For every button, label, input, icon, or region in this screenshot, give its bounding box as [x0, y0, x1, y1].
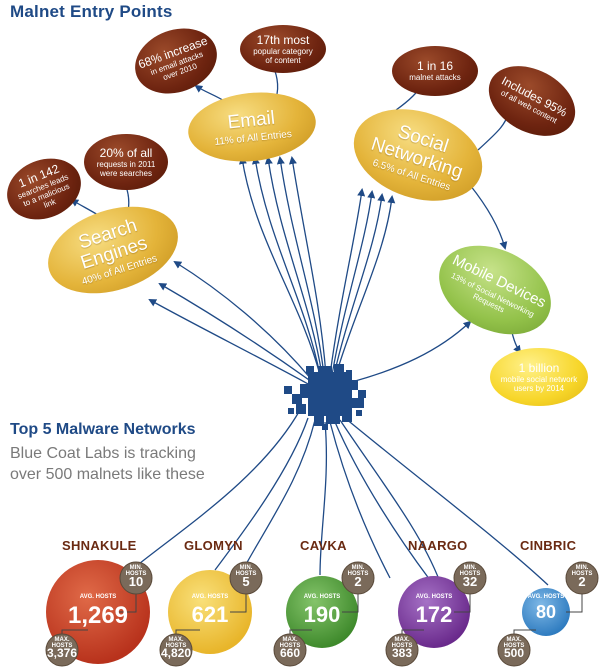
page-title: Malnet Entry Points: [10, 2, 173, 21]
avg-hosts-label: AVG. HOSTS: [415, 594, 453, 600]
max-hosts-label: MAX. HOSTS: [51, 637, 73, 649]
max-hosts-label: MAX. HOSTS: [503, 637, 525, 649]
max-hosts-label: MAX. HOSTS: [279, 637, 301, 649]
avg-hosts-label: AVG. HOSTS: [79, 594, 117, 600]
avg-hosts-value: 621: [191, 602, 229, 627]
max-hosts-value: 660: [279, 646, 301, 660]
networks-description-line-1: Blue Coat Labs is tracking: [10, 445, 196, 462]
email-fact-2-line-3: of content: [265, 55, 301, 65]
max-hosts-label: MAX. HOSTS: [391, 637, 413, 649]
avg-hosts-value: 190: [303, 602, 341, 627]
max-hosts-circle-naargo: [385, 633, 419, 667]
max-hosts-circle-cinbric: [497, 633, 531, 667]
mobile-fact-line-2: mobile social network: [500, 374, 578, 384]
max-hosts-value: 4,820: [160, 646, 192, 660]
networks-heading: Top 5 Malware Networks: [10, 421, 196, 438]
connectors-networks: [124, 409, 549, 586]
social-fact-1-line-1: 1 in 16: [416, 59, 454, 73]
entry-email-name: Email: [226, 107, 276, 133]
min-hosts-circle-naargo: [453, 561, 487, 595]
avg-hosts-value: 1,269: [67, 602, 129, 629]
min-hosts-label: MIN. HOSTS: [235, 565, 257, 577]
max-hosts-value: 3,376: [46, 646, 78, 660]
min-hosts-value: 2: [578, 574, 586, 589]
network-circle-cinbric: [522, 588, 570, 636]
min-hosts-label: MIN. HOSTS: [571, 565, 593, 577]
max-hosts-circle-cavka: [273, 633, 307, 667]
min-hosts-value: 10: [128, 574, 144, 589]
max-hosts-label: MAX. HOSTS: [165, 637, 187, 649]
search-fact-2-line-3: were searches: [99, 168, 153, 178]
max-hosts-circle-glomyn: [159, 633, 193, 667]
networks-description: Blue Coat Labs is tracking over 500 maln…: [10, 443, 250, 485]
connector-mobile: [339, 320, 472, 386]
search-fact-2-line-1: 20% of all: [99, 145, 153, 160]
mobile-fact-line-3: users by 2014: [513, 383, 565, 393]
network-circles: [45, 560, 599, 667]
network-name-shnakule: SHNAKULE: [62, 538, 137, 553]
search-fact-2: 20% of all requests in 2011 were searche…: [84, 134, 168, 190]
network-name-naargo: NAARGO: [408, 538, 468, 553]
min-hosts-circle-cavka: [341, 561, 375, 595]
connectors-social: [329, 188, 396, 376]
social-fact-1-line-2: malnet attacks: [409, 73, 461, 82]
min-hosts-label: MIN. HOSTS: [347, 565, 369, 577]
min-hosts-value: 32: [462, 574, 478, 589]
entry-email-share: 11% of All Entries: [213, 128, 293, 148]
min-hosts-label: MIN. HOSTS: [125, 565, 147, 577]
avg-hosts-value: 80: [535, 602, 557, 622]
search-fact-2-line-2: requests in 2011: [96, 159, 156, 169]
network-name-cinbric: CINBRIC: [520, 538, 577, 553]
connectors-search: [148, 260, 313, 386]
min-hosts-circle-glomyn: [229, 561, 263, 595]
min-hosts-circle-cinbric: [565, 561, 599, 595]
mobile-fact-line-1: 1 billion: [518, 360, 560, 375]
max-hosts-value: 383: [391, 646, 413, 660]
max-hosts-circle-shnakule: [45, 633, 79, 667]
malnet-hub: [284, 364, 366, 430]
network-circle-glomyn: [168, 570, 252, 654]
avg-hosts-label: AVG. HOSTS: [303, 594, 341, 600]
min-hosts-circle-shnakule: [119, 561, 153, 595]
email-fact-2-line-1: 17th most: [256, 32, 310, 47]
email-fact-2-line-2: popular category: [253, 46, 313, 56]
social-fact-1: 1 in 16 malnet attacks: [392, 46, 478, 96]
min-hosts-value: 5: [242, 574, 250, 589]
connectors-email: [238, 156, 327, 376]
avg-hosts-value: 172: [415, 602, 453, 627]
max-hosts-value: 500: [503, 646, 525, 660]
mobile-fact: 1 billion mobile social network users by…: [490, 348, 588, 406]
min-hosts-label: MIN. HOSTS: [459, 565, 481, 577]
min-hosts-value: 2: [354, 574, 362, 589]
network-name-glomyn: GLOMYN: [184, 538, 243, 553]
network-name-cavka: CAVKA: [300, 538, 347, 553]
email-fact-2: 17th most popular category of content: [240, 25, 326, 73]
networks-description-line-2: over 500 malnets like these: [10, 466, 205, 483]
avg-hosts-label: AVG. HOSTS: [527, 594, 565, 600]
avg-hosts-label: AVG. HOSTS: [191, 594, 229, 600]
